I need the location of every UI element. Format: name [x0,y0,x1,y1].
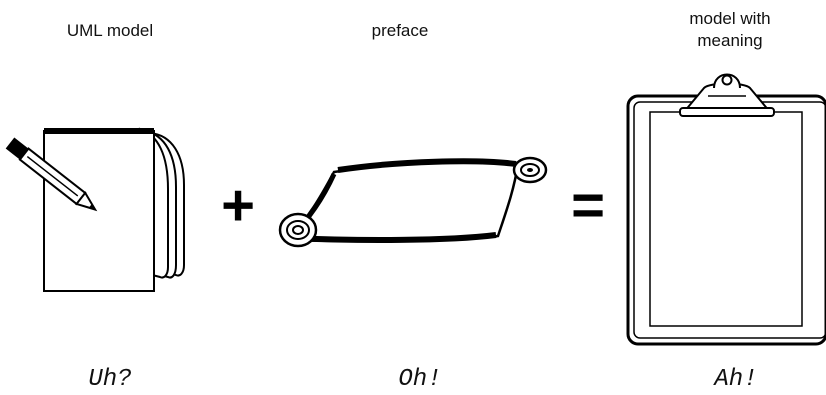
oh-caption: Oh! [398,366,442,393]
equals-operator: = [571,173,605,238]
ah-caption: Ah! [714,366,758,393]
model-with-meaning-line1: model with [689,9,771,28]
model-with-meaning-label: model with meaning [640,8,820,52]
scroll-icon [278,156,548,248]
uml-model-label: UML model [66,21,154,40]
preface-label: preface [371,21,429,40]
plus-operator: + [221,173,255,238]
uh-caption: Uh? [88,366,132,393]
notepad-with-pencil-icon [5,127,185,292]
clipboard-icon [626,73,826,346]
model-with-meaning-line2: meaning [697,31,763,50]
